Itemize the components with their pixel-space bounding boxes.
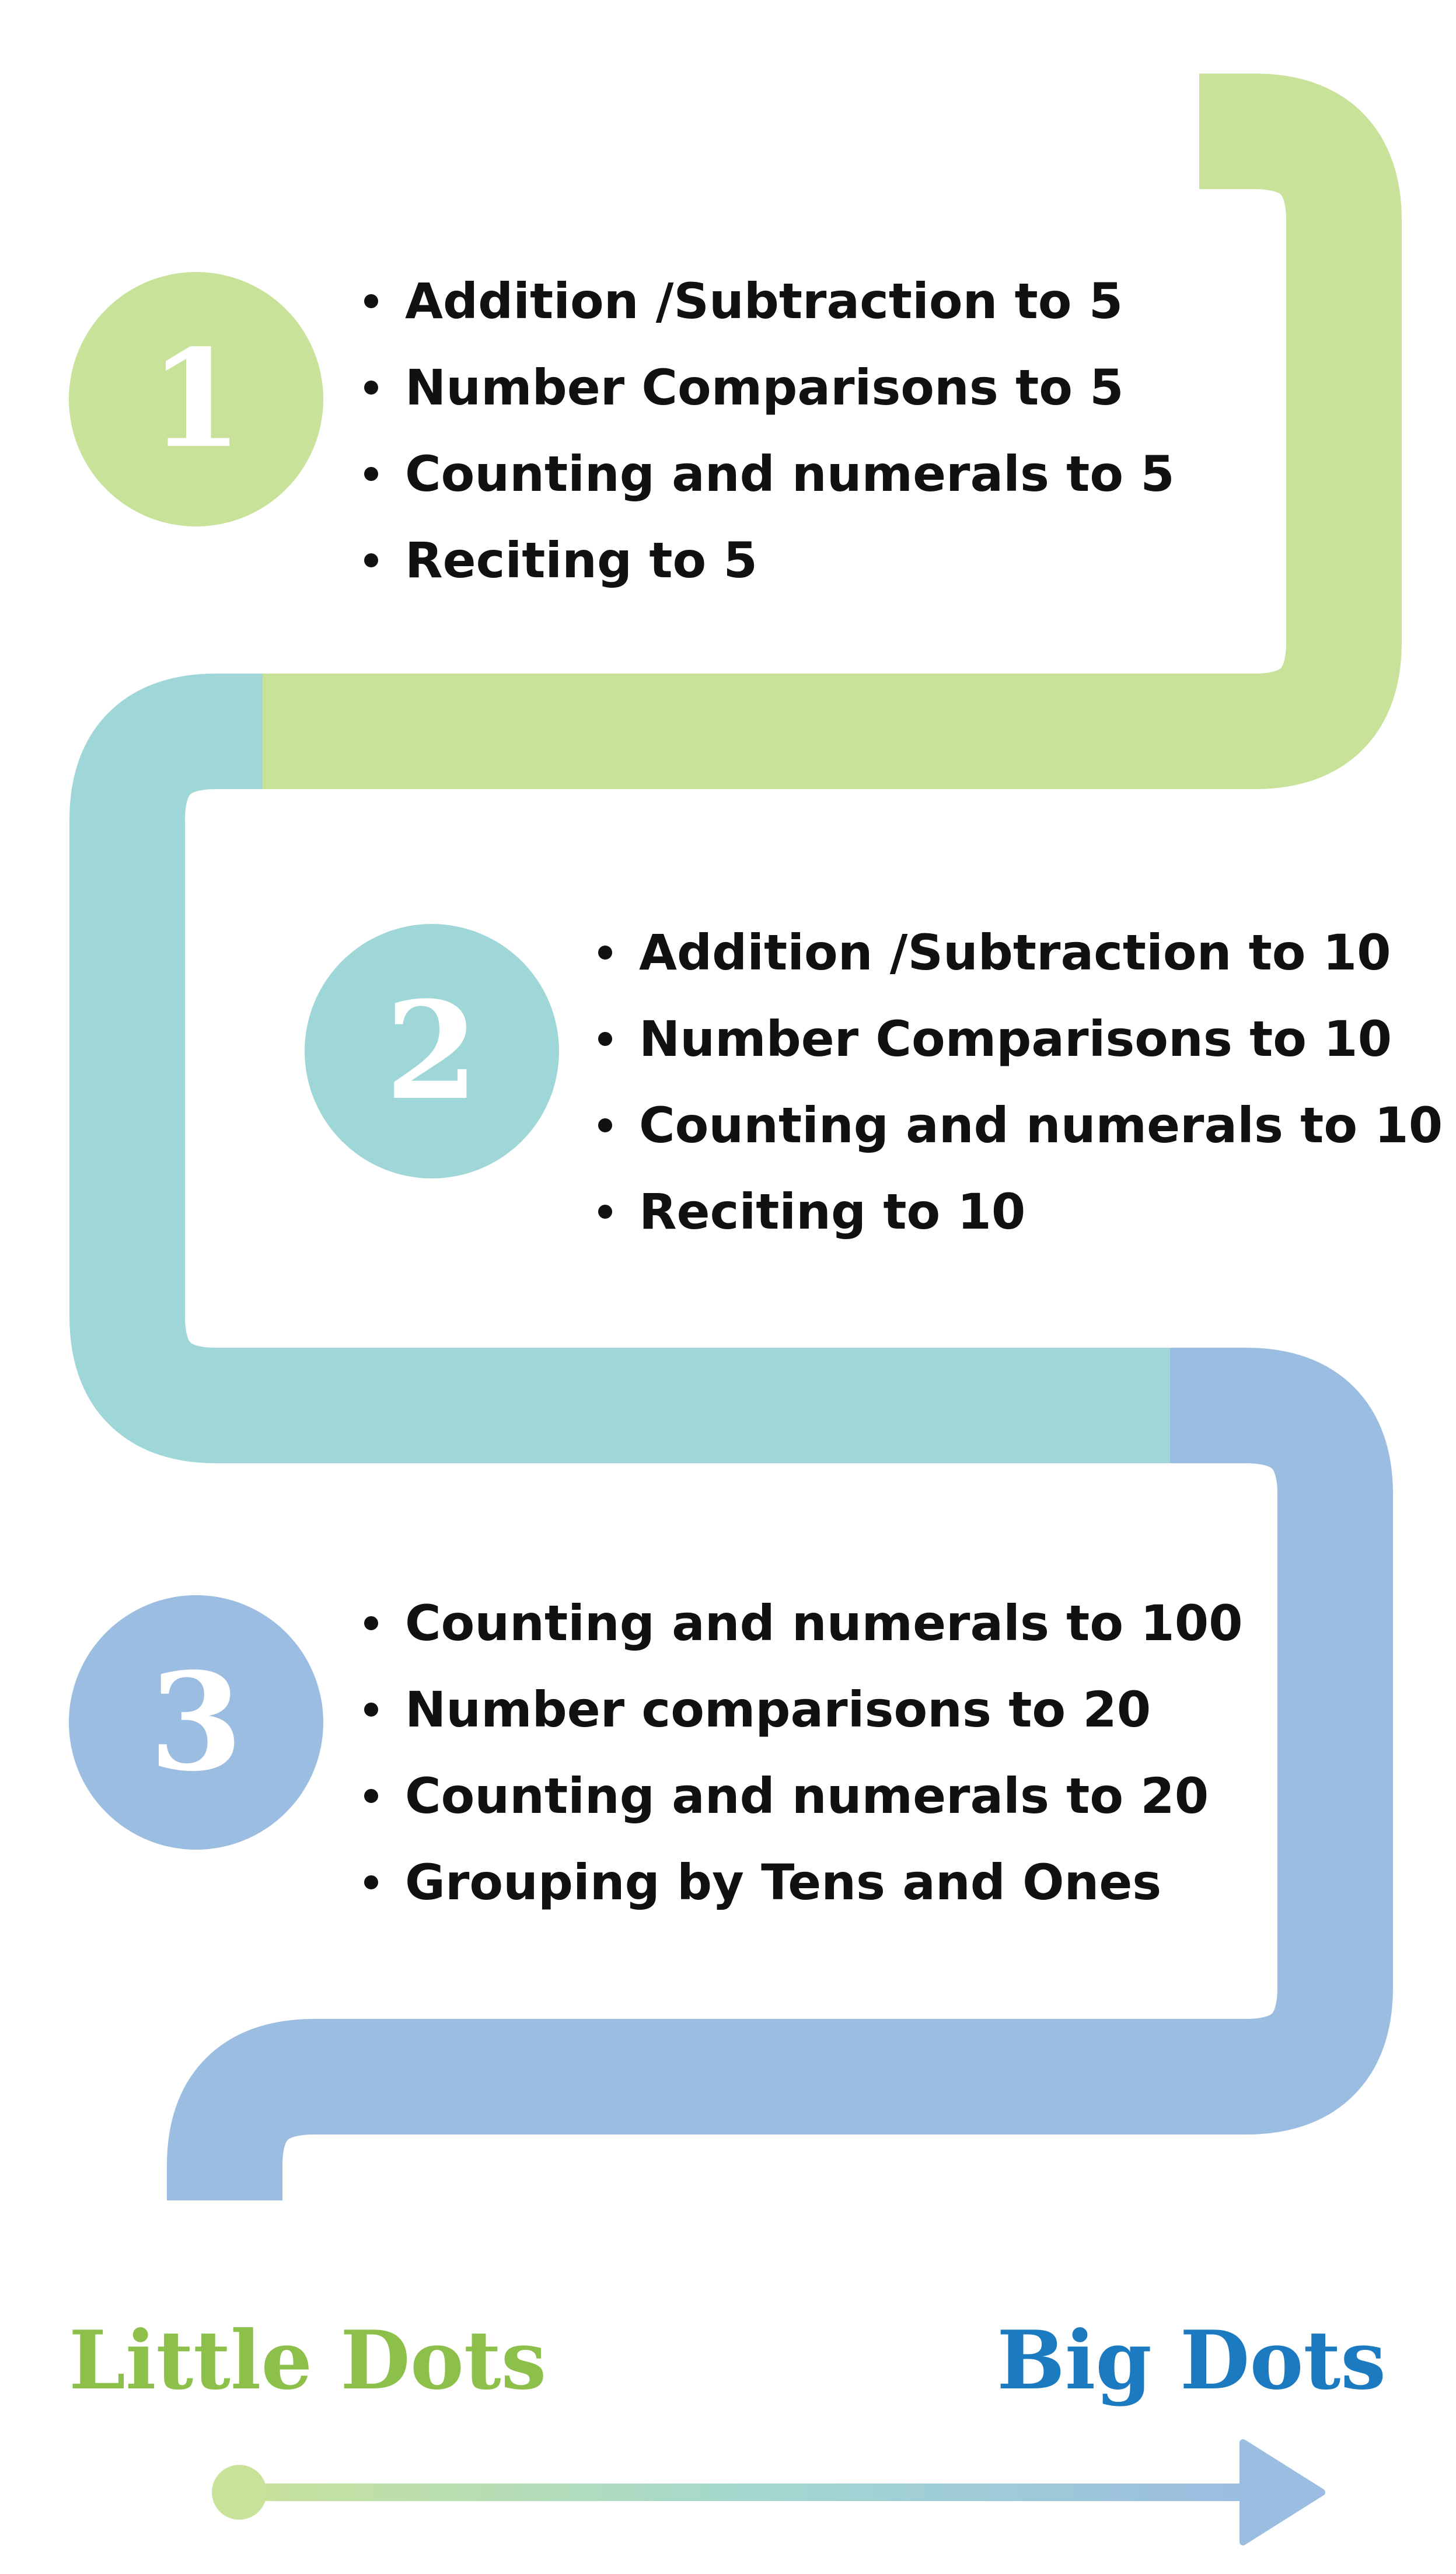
step-1-number: 1: [149, 320, 243, 478]
step-1-topic-1: Addition /Subtraction to 5: [357, 258, 1175, 344]
step-2-number: 2: [385, 972, 479, 1130]
step-3-topic-3: Counting and numerals to 20: [357, 1753, 1243, 1839]
path-segment-1: [263, 74, 1402, 789]
arrow-start-dot: [212, 2465, 267, 2520]
step-2-badge: 2: [305, 924, 559, 1178]
step-2-topic-3: Counting and numerals to 10: [591, 1082, 1443, 1169]
path-segment-2: [69, 674, 1170, 1463]
step-3-topic-2: Number comparisons to 20: [357, 1666, 1243, 1753]
step-2-topic-2: Number Comparisons to 10: [591, 996, 1443, 1082]
step-2-topic-list: Addition /Subtraction to 10 Number Compa…: [591, 909, 1443, 1255]
step-1-topic-2: Number Comparisons to 5: [357, 344, 1175, 431]
step-1-topic-list: Addition /Subtraction to 5 Number Compar…: [357, 258, 1175, 604]
little-dots-label: Little Dots: [69, 2313, 547, 2408]
step-1-topic-3: Counting and numerals to 5: [357, 431, 1175, 517]
step-3-topic-4: Grouping by Tens and Ones: [357, 1839, 1243, 1926]
step-3-badge: 3: [69, 1595, 323, 1850]
step-1-badge: 1: [69, 272, 323, 526]
arrow-head: [1239, 2439, 1325, 2545]
big-dots-label: Big Dots: [997, 2313, 1386, 2408]
path-segment-3: [167, 1348, 1393, 2223]
step-2-topic-1: Addition /Subtraction to 10: [591, 909, 1443, 996]
arrow-shaft: [239, 2484, 1255, 2501]
step-1-topic-4: Reciting to 5: [357, 517, 1175, 604]
step-3-topic-list: Counting and numerals to 100 Number comp…: [357, 1580, 1243, 1926]
step-3-number: 3: [149, 1644, 243, 1801]
step-2-topic-4: Reciting to 10: [591, 1169, 1443, 1255]
step-3-topic-1: Counting and numerals to 100: [357, 1580, 1243, 1666]
progress-arrow: [212, 2439, 1325, 2545]
